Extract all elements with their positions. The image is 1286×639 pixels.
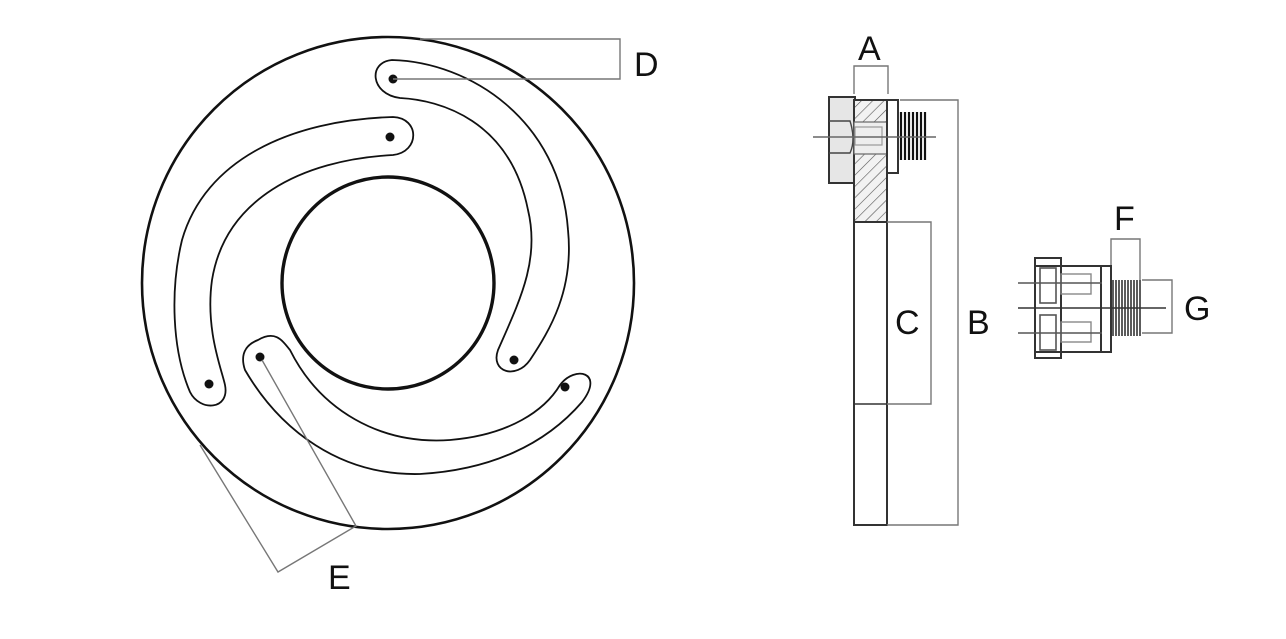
label-b: B	[967, 304, 990, 342]
nipple-detail-view: F G	[1018, 200, 1210, 359]
bolt-shank-inner	[854, 126, 883, 146]
arc-slot-1	[374, 59, 570, 373]
arc-slot-2	[173, 116, 415, 407]
label-f: F	[1114, 200, 1135, 238]
dimension-bracket-f	[1110, 238, 1141, 280]
front-view: D E	[140, 35, 659, 597]
nipple-bore-top	[1060, 273, 1092, 295]
hole-dot	[204, 379, 214, 389]
plate-section-hatched	[853, 99, 888, 223]
dimension-bracket-c	[887, 221, 932, 405]
hole-dot	[560, 382, 570, 392]
hex-nut-face-top	[1039, 267, 1057, 304]
label-a: A	[858, 30, 881, 68]
plate-body-lower	[853, 221, 888, 526]
dimension-leader-d	[393, 38, 621, 80]
nipple-body	[1034, 265, 1112, 353]
nipple-bore-bottom	[1060, 321, 1092, 343]
dimension-bracket-b	[887, 99, 959, 526]
label-g: G	[1184, 290, 1210, 328]
thread-fins	[899, 112, 927, 160]
label-d: D	[634, 46, 659, 84]
hole-dot	[385, 132, 395, 142]
hole-dot	[509, 355, 519, 365]
outer-flange-circle	[140, 35, 636, 531]
center-bore-circle	[280, 175, 496, 391]
hole-dot	[255, 352, 265, 362]
label-e: E	[328, 559, 351, 597]
bolt-head	[828, 96, 856, 184]
arc-slot-3	[242, 335, 592, 475]
dimension-leader-e	[199, 359, 357, 573]
side-section-view: A C B	[813, 30, 990, 526]
dimension-bracket-g	[1142, 279, 1173, 334]
dimension-bracket-a	[853, 65, 889, 94]
label-c: C	[895, 304, 920, 342]
